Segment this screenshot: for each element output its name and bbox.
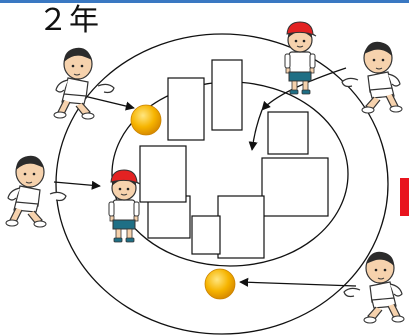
top-accent-bar bbox=[0, 0, 409, 3]
outer-circle bbox=[55, 33, 389, 335]
ball-icon bbox=[130, 104, 162, 136]
arrow-icon bbox=[248, 109, 263, 151]
standing-child-red-cap-icon bbox=[108, 169, 141, 243]
obstacle-box bbox=[261, 157, 329, 217]
obstacles bbox=[139, 59, 329, 259]
arrow-icon bbox=[239, 277, 357, 287]
standing-child-red-cap-icon bbox=[284, 21, 317, 95]
grade-title: ２年 bbox=[38, 3, 100, 38]
obstacle-box bbox=[139, 145, 187, 203]
arrow-icon bbox=[53, 180, 101, 190]
obstacle-box bbox=[211, 59, 243, 131]
obstacle-box bbox=[167, 77, 205, 141]
obstacle-box bbox=[217, 195, 265, 259]
red-edge-marker bbox=[400, 178, 409, 216]
obstacle-box bbox=[191, 215, 221, 255]
running-boy-icon bbox=[343, 251, 405, 324]
obstacle-box bbox=[267, 111, 309, 155]
ball-icon bbox=[204, 268, 236, 300]
running-boy-icon bbox=[53, 47, 115, 120]
running-boy-icon bbox=[341, 41, 403, 114]
arrow-icon bbox=[83, 95, 135, 111]
